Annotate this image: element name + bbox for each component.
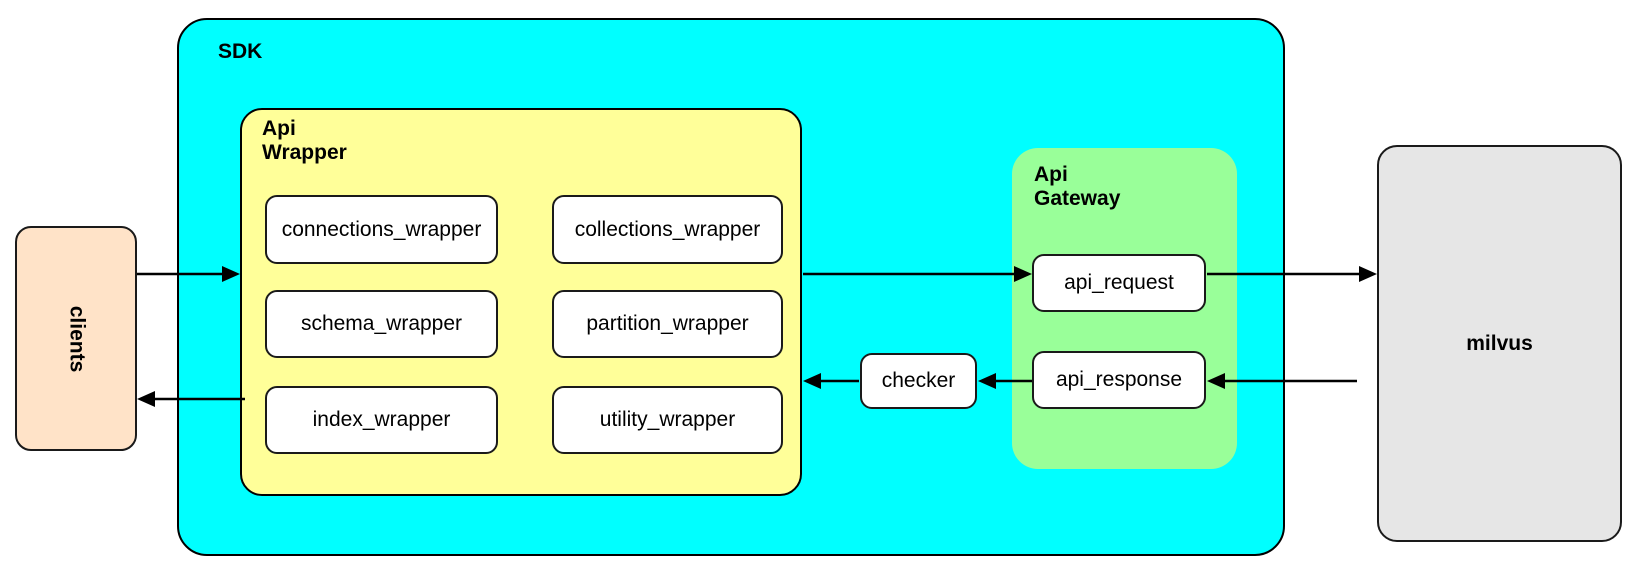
- node-clients[interactable]: clients: [15, 226, 137, 451]
- node-index-wrapper[interactable]: index_wrapper: [265, 386, 498, 454]
- node-label: connections_wrapper: [281, 217, 482, 241]
- node-label: api_response: [1055, 368, 1183, 391]
- node-checker[interactable]: checker: [860, 353, 977, 409]
- node-milvus[interactable]: milvus: [1377, 145, 1622, 542]
- arrow-api-wrapper-to-api-request: [803, 266, 1032, 282]
- arrow-milvus-to-api-response: [1207, 373, 1357, 389]
- node-connections-wrapper[interactable]: connections_wrapper: [265, 195, 498, 264]
- node-api-request[interactable]: api_request: [1032, 254, 1206, 312]
- node-collections-wrapper[interactable]: collections_wrapper: [552, 195, 783, 264]
- arrow-checker-to-api-wrapper: [803, 373, 859, 389]
- arrow-clients-to-api-wrapper: [137, 266, 240, 282]
- arrow-api-response-to-checker: [978, 373, 1032, 389]
- sdk-label: SDK: [218, 40, 263, 63]
- node-partition-wrapper[interactable]: partition_wrapper: [552, 290, 783, 358]
- node-label: index_wrapper: [312, 408, 451, 431]
- api-gateway-label: Api Gateway: [1034, 163, 1121, 210]
- node-label: api_request: [1064, 271, 1174, 294]
- node-label: schema_wrapper: [300, 312, 463, 335]
- node-schema-wrapper[interactable]: schema_wrapper: [265, 290, 498, 358]
- node-api-response[interactable]: api_response: [1032, 351, 1206, 409]
- node-label: collections_wrapper: [574, 217, 761, 241]
- arrow-api-request-to-milvus: [1207, 266, 1377, 282]
- api-wrapper-label: Api Wrapper: [262, 117, 347, 164]
- node-label: checker: [881, 369, 956, 392]
- arrow-api-wrapper-to-clients: [137, 391, 245, 407]
- node-label: utility_wrapper: [599, 408, 736, 431]
- node-label: partition_wrapper: [586, 312, 749, 335]
- milvus-label: milvus: [1466, 331, 1533, 355]
- node-utility-wrapper[interactable]: utility_wrapper: [552, 386, 783, 454]
